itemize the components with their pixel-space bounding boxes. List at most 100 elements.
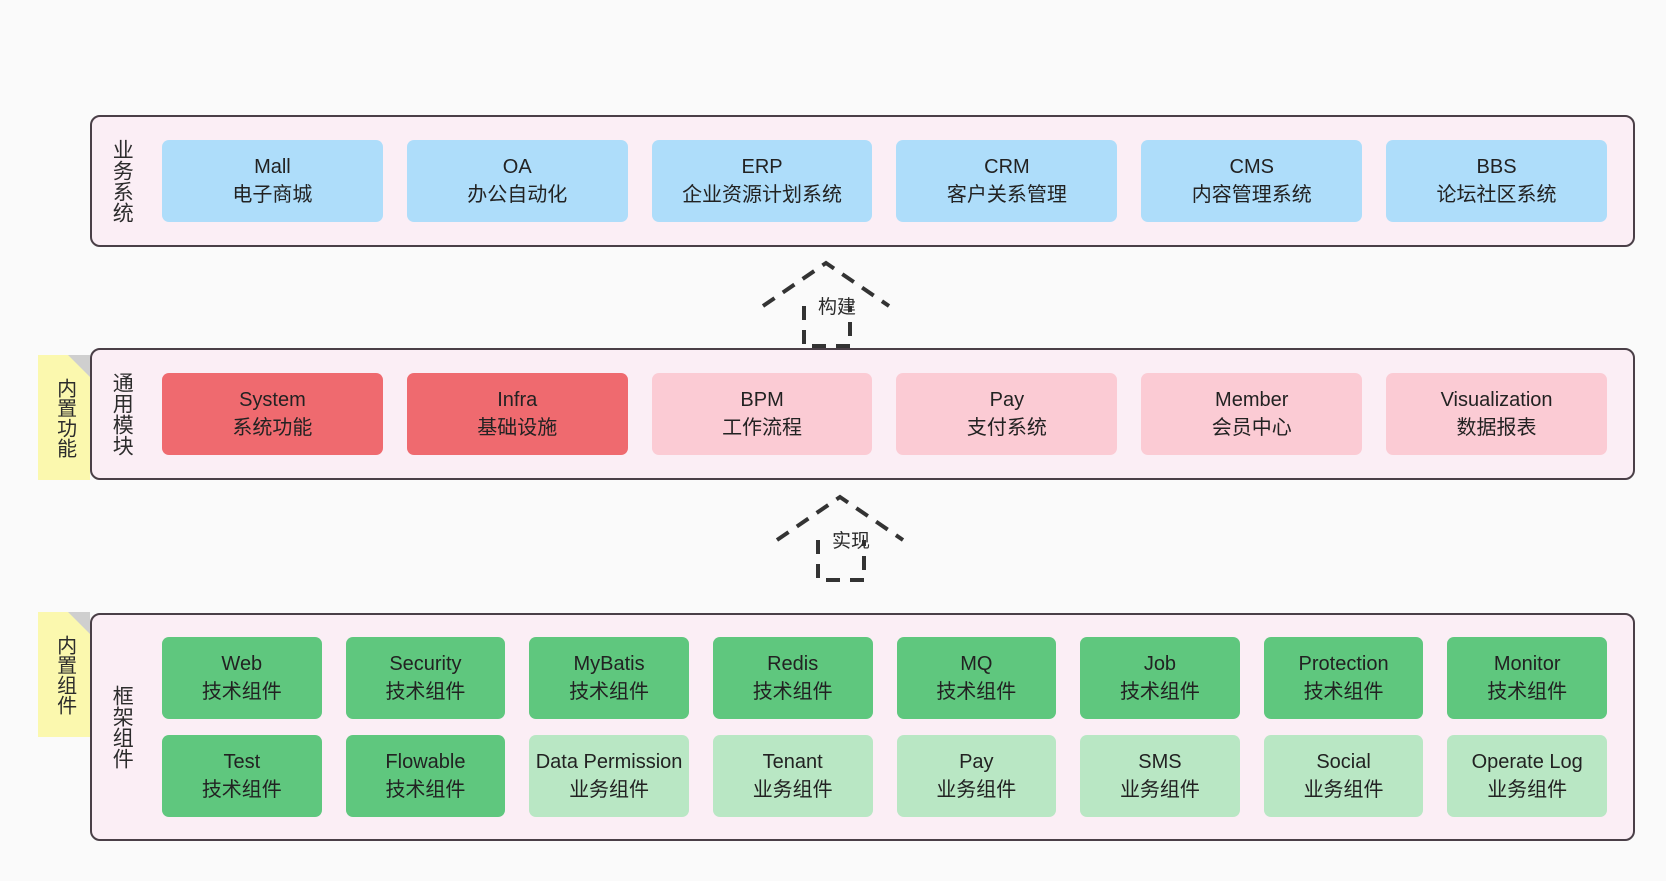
tech-component-security[interactable]: Security 技术组件 xyxy=(345,637,506,719)
sticky-note-builtin-component: 内置组件 xyxy=(38,612,90,737)
business-system-subtitle: 内容管理系统 xyxy=(1191,184,1312,206)
note-fold-corner-icon xyxy=(68,355,90,377)
common-module-name: BPM xyxy=(740,388,784,411)
business-system-name: CRM xyxy=(984,155,1030,178)
biz-component-name: Tenant xyxy=(762,750,823,773)
layer-modules-title: 通用模块 xyxy=(110,372,134,456)
tech-component-subtitle: 技术组件 xyxy=(201,681,282,703)
common-module-subtitle: 系统功能 xyxy=(232,417,313,439)
tech-component-name: MyBatis xyxy=(573,652,645,675)
tech-component-cell: Web 技术组件 xyxy=(150,637,334,719)
tech-component-cell: Monitor 技术组件 xyxy=(1435,637,1619,719)
layer-business-title: 业务系统 xyxy=(110,139,134,223)
sticky-note-builtin-function-label: 内置功能 xyxy=(53,377,76,458)
tech-component-web[interactable]: Web 技术组件 xyxy=(162,637,322,719)
tech-component-name: Job xyxy=(1143,652,1177,675)
business-system-name: Mall xyxy=(254,155,291,178)
tech-component-monitor[interactable]: Monitor 技术组件 xyxy=(1447,637,1607,719)
common-module-subtitle: 数据报表 xyxy=(1456,417,1537,439)
business-system-cell: CRM 客户关系管理 xyxy=(884,140,1129,222)
common-module-name: Pay xyxy=(989,388,1025,411)
business-system-oa[interactable]: OA 办公自动化 xyxy=(406,140,628,222)
biz-component-name: Social xyxy=(1316,750,1371,773)
common-module-subtitle: 工作流程 xyxy=(722,417,803,439)
business-system-name: OA xyxy=(502,155,532,178)
common-module-name: Member xyxy=(1215,388,1289,411)
biz-component-subtitle: 业务组件 xyxy=(752,779,833,801)
tech-component-job[interactable]: Job 技术组件 xyxy=(1080,637,1240,719)
tech-component-cell: Security 技术组件 xyxy=(334,637,518,719)
biz-component-subtitle: 业务组件 xyxy=(936,779,1017,801)
tech-component-cell: Job 技术组件 xyxy=(1068,637,1252,719)
tech-component-name: Security xyxy=(389,652,462,675)
biz-component-tenant[interactable]: Tenant 业务组件 xyxy=(712,735,873,817)
common-module-bpm[interactable]: BPM 工作流程 xyxy=(651,373,873,455)
business-system-subtitle: 客户关系管理 xyxy=(946,184,1067,206)
note-fold-corner-icon xyxy=(68,612,90,634)
biz-component-subtitle: 技术组件 xyxy=(385,779,466,801)
business-system-subtitle: 论坛社区系统 xyxy=(1436,184,1557,206)
business-system-crm[interactable]: CRM 客户关系管理 xyxy=(896,140,1118,222)
common-module-name: Infra xyxy=(497,388,538,411)
biz-component-name: SMS xyxy=(1138,750,1182,773)
business-system-bbs[interactable]: BBS 论坛社区系统 xyxy=(1386,140,1607,222)
tech-component-subtitle: 技术组件 xyxy=(1119,681,1200,703)
common-module-member[interactable]: Member 会员中心 xyxy=(1141,373,1363,455)
layer-framework-title: 框架组件 xyxy=(110,685,134,769)
tech-component-name: Web xyxy=(221,652,263,675)
common-module-cell: System 系统功能 xyxy=(150,373,395,455)
biz-component-subtitle: 业务组件 xyxy=(569,779,650,801)
tech-component-name: Monitor xyxy=(1493,652,1561,675)
business-system-subtitle: 企业资源计划系统 xyxy=(682,184,843,206)
biz-component-cell: Tenant 业务组件 xyxy=(701,735,885,817)
business-system-cms[interactable]: CMS 内容管理系统 xyxy=(1141,140,1363,222)
business-system-name: CMS xyxy=(1229,155,1274,178)
tech-component-subtitle: 技术组件 xyxy=(385,681,466,703)
tech-component-subtitle: 技术组件 xyxy=(1487,681,1568,703)
business-system-subtitle: 电子商城 xyxy=(232,184,313,206)
business-system-cell: BBS 论坛社区系统 xyxy=(1374,140,1619,222)
sticky-note-builtin-component-label: 内置组件 xyxy=(53,634,76,715)
business-system-subtitle: 办公自动化 xyxy=(467,184,568,206)
common-module-name: System xyxy=(239,388,306,411)
business-system-name: BBS xyxy=(1476,155,1517,178)
common-module-system[interactable]: System 系统功能 xyxy=(162,373,383,455)
common-module-subtitle: 会员中心 xyxy=(1211,417,1292,439)
business-system-mall[interactable]: Mall 电子商城 xyxy=(162,140,383,222)
